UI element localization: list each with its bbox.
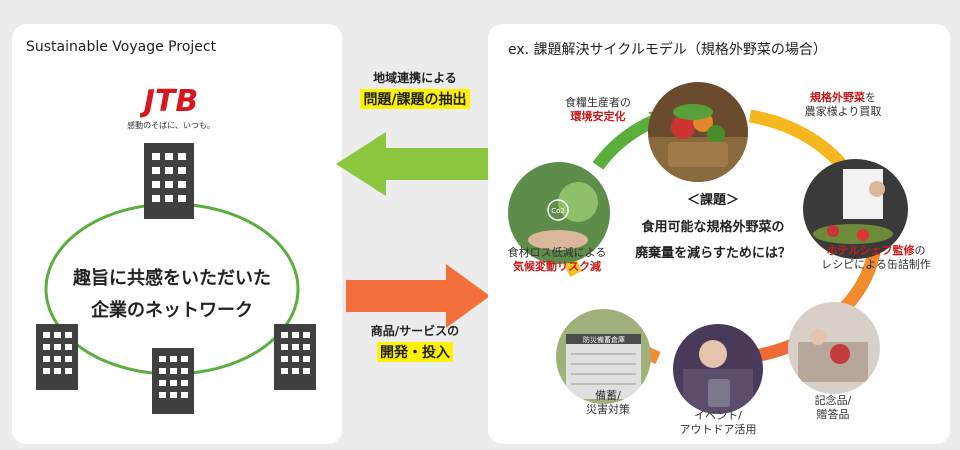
bottom-flow-label: 商品/サービスの 開発・投入	[345, 322, 485, 362]
step-buy-line2: 農家様より買取	[804, 105, 882, 118]
building-icon	[138, 139, 200, 223]
step-buy-highlight: 規格外野菜	[810, 91, 865, 104]
building-icon	[32, 322, 82, 394]
step-buy-suffix: を	[865, 91, 876, 104]
jtb-logo: JTB	[139, 79, 202, 121]
gift-photo	[788, 302, 880, 394]
bottom-flow-text: 商品/サービスの	[370, 324, 460, 338]
step-event-line2: アウトドア活用	[679, 423, 757, 436]
top-flow-label: 地域連携による 問題/課題の抽出	[345, 69, 485, 109]
co2-hand-photo: Co2	[508, 162, 610, 264]
step-chef-highlight: ホテルシェフ監修	[826, 244, 915, 257]
problem-line2: 廃棄量を減らすためには？	[635, 246, 791, 261]
top-flow-text: 地域連携による	[373, 71, 457, 85]
step-event-caption: イベント/ アウトドア活用	[668, 409, 768, 437]
problem-heading: ＜課題＞	[686, 193, 739, 208]
step-chef-caption: ホテルシェフ監修の レシピによる缶詰制作	[806, 244, 946, 272]
step-gift-line2: 贈答品	[816, 408, 850, 421]
jtb-logo-text: JTB	[140, 84, 198, 119]
step-gift-caption: 記念品/ 贈答品	[793, 394, 873, 422]
step-chef-line2: レシピによる缶詰制作	[821, 258, 931, 271]
step-foodloss-line2: 気候変動リスク減	[513, 260, 601, 273]
chef-cooking-photo	[803, 159, 908, 259]
left-panel: Sustainable Voyage Project JTB 感動のそばに、いつ…	[12, 24, 342, 444]
step-buy-caption: 規格外野菜を 農家様より買取	[778, 91, 908, 119]
logo-tagline: 感動のそばに、いつも。	[127, 121, 215, 130]
step-chef-suffix: の	[914, 244, 926, 257]
step-stockpile-caption: 備蓄/ 災害対策	[568, 389, 648, 417]
co2-label: Co2	[551, 207, 565, 215]
network-line2: 企業のネットワーク	[91, 300, 253, 321]
step-gift-line1: 記念品/	[814, 394, 852, 407]
top-flow-highlight: 問題/課題の抽出	[360, 89, 470, 109]
left-panel-title: Sustainable Voyage Project	[26, 39, 217, 55]
right-panel: ex. 課題解決サイクルモデル（規格外野菜の場合）	[488, 24, 950, 444]
step-foodloss-line1: 食材ロス低減による	[507, 246, 607, 259]
network-line1: 趣旨に共感をいただいた	[73, 268, 271, 289]
step-producer-line2: 環境安定化	[570, 110, 626, 123]
step-producer-caption: 食糧生産者の 環境安定化	[543, 96, 653, 124]
problem-line1: 食用可能な規格外野菜の	[641, 220, 785, 235]
disaster-warehouse-photo: 防災備蓄倉庫	[556, 309, 651, 404]
vegetable-basket-photo	[648, 82, 748, 182]
right-arrow	[346, 264, 490, 328]
right-panel-title: ex. 課題解決サイクルモデル（規格外野菜の場合）	[508, 42, 827, 58]
warehouse-sign-text: 防災備蓄倉庫	[583, 335, 625, 344]
event-outdoor-photo	[673, 324, 763, 414]
step-producer-line1: 食糧生産者の	[565, 96, 631, 109]
building-icon	[270, 322, 320, 394]
step-stockpile-line2: 災害対策	[586, 403, 630, 416]
step-stockpile-line1: 備蓄/	[595, 389, 621, 402]
left-arrow	[336, 132, 490, 196]
building-icon	[148, 346, 198, 418]
bottom-flow-highlight: 開発・投入	[377, 342, 453, 362]
step-event-line1: イベント/	[694, 409, 742, 422]
step-foodloss-caption: 食材ロス低減による 気候変動リスク減	[492, 246, 622, 274]
